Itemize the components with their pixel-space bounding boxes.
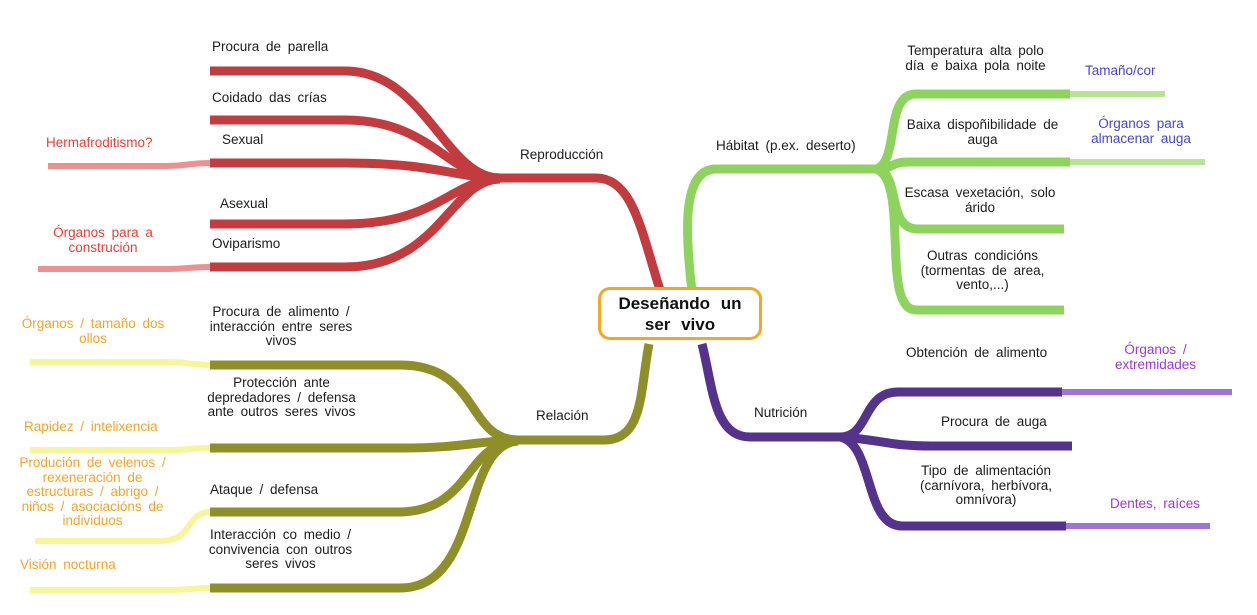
branch-reproduccion-oviparismo: [210, 174, 501, 272]
note-vision-nocturna: Visión nocturna: [20, 557, 116, 572]
node-interaccion-co-medio: Interacción co medio / convivencia con o…: [208, 527, 353, 571]
note-line-vision-nocturna: [30, 585, 211, 593]
note-rapidez-intelixencia: Rapidez / intelixencia: [24, 419, 158, 434]
note-line-hermafroditismo: [48, 160, 211, 169]
node-ataque-defensa: Ataque / defensa: [210, 482, 319, 497]
node-nutricion: Nutrición: [754, 405, 808, 420]
node-procura-de-auga: Procura de auga: [941, 414, 1047, 429]
node-sexual: Sexual: [222, 132, 264, 147]
node-coidado-das-crias: Coidado das crías: [212, 90, 327, 105]
node-escasa-vexetacion: Escasa vexetación, solo árido: [904, 185, 1056, 215]
branch-habitat-trunk: [682, 164, 876, 292]
node-tipo-alimentacion: Tipo de alimentación (carnívora, herbívo…: [919, 463, 1053, 507]
note-line-organos-construcion: [38, 264, 211, 272]
note-organos-extremidades: Órganos / extremidades: [1114, 342, 1197, 372]
branch-relacion-proteccion: [210, 435, 519, 453]
central-topic: Deseñando un ser vivo: [598, 287, 762, 340]
note-tamano-cor: Tamaño/cor: [1085, 63, 1156, 78]
branch-reproduccion-trunk: [500, 173, 666, 295]
note-line-rapidez: [30, 445, 211, 453]
note-producion-velenos: Produción de velenos / rexeneración de e…: [19, 455, 166, 528]
branch-relacion-interaccion-medio: [210, 436, 519, 593]
note-organos-tamano-ollos: Órganos / tamaño dos ollos: [21, 316, 165, 346]
note-line-producion-velenos: [35, 509, 211, 544]
note-hermafroditismo: Hermafroditismo?: [46, 135, 153, 150]
branch-relacion-trunk: [518, 343, 654, 445]
node-reproduccion: Reproducción: [520, 147, 604, 162]
branch-nutricion-procura-auga: [839, 432, 1072, 451]
node-oviparismo: Oviparismo: [212, 236, 281, 251]
node-procura-alimento-interaccion: Procura de alimento / interacción entre …: [209, 304, 353, 348]
branch-habitat-outras-condicions: [873, 164, 1064, 315]
branch-nutricion-tipo-alimentacion: [838, 432, 1066, 531]
node-procura-de-parella: Procura de parella: [212, 39, 329, 54]
node-relacion: Relación: [536, 408, 589, 423]
node-obtencion-alimento: Obtención de alimento: [906, 345, 1048, 360]
note-dentes-raices: Dentes, raíces: [1110, 496, 1201, 511]
branch-habitat-temperatura: [873, 89, 1070, 174]
node-proteccion-depredadores: Protección ante depredadores / defensa a…: [207, 375, 356, 419]
note-organos-para-a-construcion: Órganos para a construción: [53, 225, 153, 255]
branch-habitat-baixa-dispon: [875, 157, 1070, 174]
node-outras-condicions: Outras condicións (tormentas de area, ve…: [920, 248, 1045, 292]
node-baixa-disponibilidade: Baixa dispoñibilidade de auga: [906, 117, 1059, 147]
node-asexual: Asexual: [220, 196, 269, 211]
node-habitat: Hábitat (p.ex. deserto): [716, 138, 856, 153]
note-line-organos-ollos: [30, 359, 211, 368]
branch-relacion-procura-alimento: [210, 360, 519, 445]
central-topic-label: Deseñando un ser vivo: [618, 293, 742, 334]
note-organos-almacenar-auga: Órganos para almacenar auga: [1091, 116, 1191, 146]
node-temperatura-alta: Temperatura alta polo día e baixa pola n…: [905, 43, 1046, 73]
branch-nutricion-trunk: [697, 342, 840, 442]
